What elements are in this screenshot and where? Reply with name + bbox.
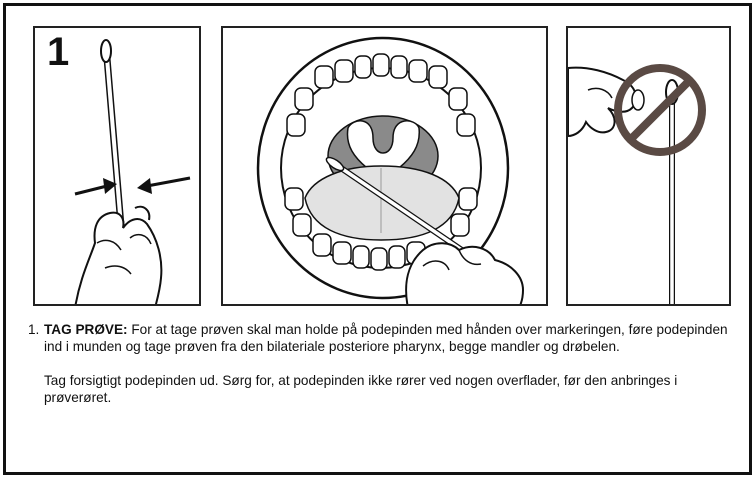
instruction-paragraph-1: TAG PRØVE: For at tage prøven skal man h… [44,321,728,355]
instruction-frame: 1 [3,3,752,475]
do-not-touch-tip-icon [568,64,706,304]
instruction-paragraph-2: Tag forsigtigt podepinden ud. Sørg for, … [44,373,678,405]
instruction-title: TAG PRØVE: [44,322,128,337]
instruction-text: 1. TAG PRØVE: For at tage prøven skal ma… [28,321,728,406]
mouth-panel [221,26,548,306]
instruction-body: For at tage prøven skal man holde på pod… [44,322,728,354]
swab-grip-panel: 1 [33,26,201,306]
step-number: 1 [47,30,70,74]
item-number: 1. [28,322,40,337]
open-mouth-swab-icon [256,36,525,304]
hand-holding-swab-icon [74,39,191,304]
instruction-item: 1. TAG PRØVE: For at tage prøven skal ma… [28,321,728,355]
no-touch-panel [566,26,731,306]
